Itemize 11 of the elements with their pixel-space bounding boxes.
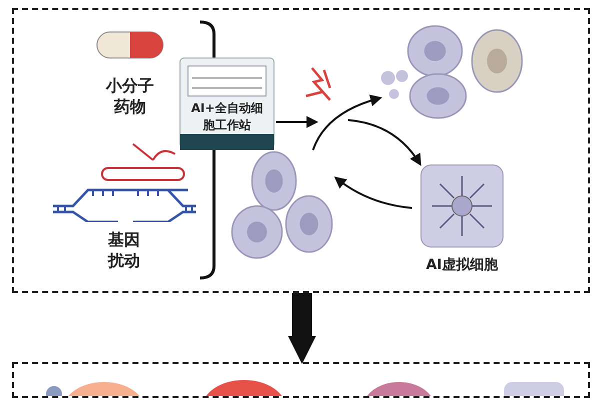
arrow [276, 116, 318, 128]
dashed-panel [12, 8, 590, 293]
arrow [288, 293, 316, 364]
dashed-panel [12, 362, 590, 398]
node-label: AI+全自动细胞工作站 [190, 100, 264, 134]
node-label: 小分子药物 [104, 76, 155, 118]
node-label: AI虚拟细胞 [424, 256, 500, 274]
arrow [334, 176, 412, 209]
node-label: 基因扰动 [106, 230, 141, 272]
arrow [348, 119, 422, 166]
arrow [312, 94, 382, 150]
